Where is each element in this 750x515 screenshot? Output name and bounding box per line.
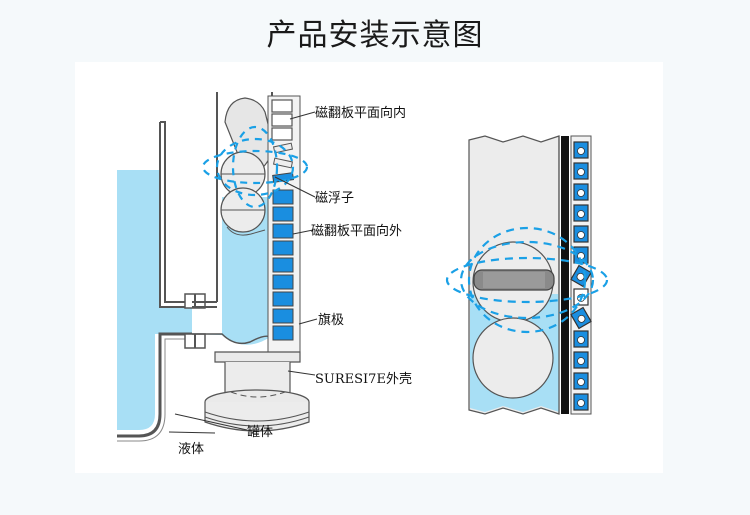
left-view <box>117 92 318 442</box>
flap-outward <box>272 291 294 307</box>
ball-flap <box>573 141 589 159</box>
ball-flap <box>573 351 589 369</box>
flap-outward <box>272 274 294 290</box>
flap-outward <box>272 189 294 205</box>
ball-flap <box>573 330 589 348</box>
ball-flap <box>573 393 589 411</box>
label-liquid: 液体 <box>178 442 205 457</box>
ball-flap <box>573 204 589 222</box>
flap-outward <box>272 257 294 273</box>
rail-black <box>561 136 569 414</box>
label-housing: SURESI7E外壳 <box>315 372 412 387</box>
tank-wall <box>159 121 192 308</box>
chamber-liquid <box>222 197 270 345</box>
float-sphere-lower <box>472 317 554 399</box>
flap-outward <box>272 223 294 239</box>
ball-flap <box>573 372 589 390</box>
flap-outward <box>272 308 294 324</box>
flaps-inward <box>271 99 294 169</box>
flaps-outward <box>272 189 294 341</box>
installation-diagram <box>117 92 609 442</box>
flap-outward <box>272 240 294 256</box>
magnetic-field-lines-left <box>201 125 309 209</box>
ball-flap <box>573 225 589 243</box>
ball-flap <box>573 162 589 180</box>
ball-flap <box>570 306 592 330</box>
magnetic-field-lines-right <box>445 226 609 334</box>
label-tank-body: 罐体 <box>247 425 274 440</box>
flap-outward <box>272 325 294 341</box>
label-flap-outward: 磁翻板平面向外 <box>311 224 403 239</box>
ball-flap <box>573 183 589 201</box>
diagram-panel: 磁翻板平面向内 磁浮子 磁翻板平面向外 旗极 SURESI7E外壳 罐体 液体 <box>75 62 663 473</box>
label-flag-pole: 旗极 <box>318 313 345 328</box>
right-view <box>445 135 609 415</box>
label-magnetic-float: 磁浮子 <box>315 191 355 206</box>
flap-outward <box>272 206 294 222</box>
tank-liquid <box>117 170 192 430</box>
label-flap-inward: 磁翻板平面向内 <box>315 106 407 121</box>
housing-base <box>214 351 301 363</box>
page-title: 产品安装示意图 <box>266 18 484 53</box>
tank-body-outline <box>117 332 192 438</box>
